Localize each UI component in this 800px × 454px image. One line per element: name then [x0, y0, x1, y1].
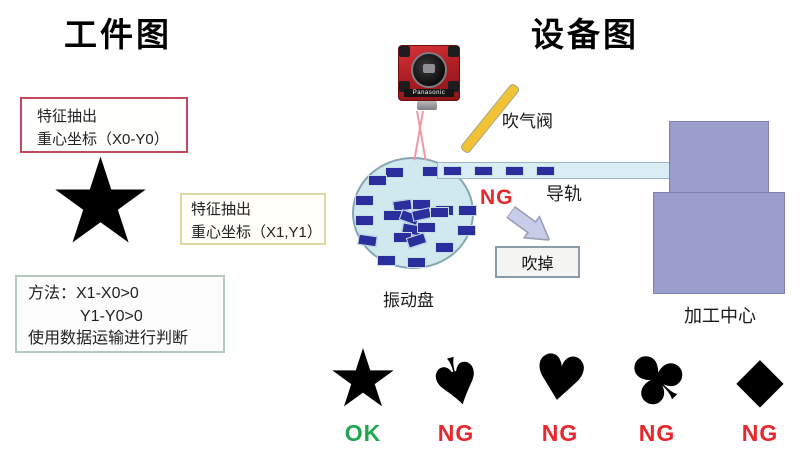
- bowl-part-icon: [417, 222, 436, 233]
- ng-arrow-icon: [505, 205, 551, 242]
- rail-part-icon: [474, 166, 493, 176]
- ng-label: NG: [480, 186, 514, 209]
- bowl-part-icon: [357, 233, 378, 248]
- bowl-part-icon: [457, 225, 476, 236]
- feature-box-1-line1: 特征抽出: [191, 201, 252, 218]
- feature-box-0-line2: 重心坐标（X0-Y0）: [37, 130, 169, 148]
- result-label-ok: OK: [344, 420, 382, 446]
- diamond-icon: ◆: [736, 342, 784, 415]
- bowl-part-icon: [411, 207, 432, 222]
- result-item-spade: ♠ NG: [408, 335, 504, 447]
- bowl-part-icon: [458, 205, 477, 216]
- workpiece-title: 工件图: [64, 16, 172, 53]
- bowl-part-icon: [435, 242, 454, 253]
- result-label-ng: NG: [741, 420, 779, 446]
- heart-icon: ♥: [527, 338, 593, 419]
- rail-part-icon: [443, 166, 462, 176]
- method-line2: Y1-Y0>0: [80, 307, 143, 325]
- feature-box-1: 特征抽出 重心坐标（X1,Y1）: [180, 193, 326, 245]
- bowl-part-icon: [385, 167, 404, 178]
- rail-part-icon: [536, 166, 555, 176]
- equipment-title: 设备图: [531, 16, 639, 53]
- camera-screw-icon: [399, 46, 410, 57]
- star-icon: ★: [327, 332, 399, 425]
- result-label-ng: NG: [541, 420, 579, 446]
- guide-rail: [437, 162, 670, 179]
- method-box: 方法：X1-X0>0 Y1-Y0>0 使用数据运输进行判断: [15, 275, 225, 353]
- camera-screw-icon: [448, 46, 459, 57]
- machining-center-lower: [653, 192, 785, 294]
- result-label-ng: NG: [638, 420, 676, 446]
- spade-icon: ♠: [417, 334, 495, 425]
- method-line1: 方法：X1-X0>0: [28, 285, 139, 302]
- bowl-part-icon: [377, 255, 396, 266]
- machining-center-label: 加工中心: [684, 306, 756, 326]
- bowl-part-icon: [430, 207, 449, 218]
- rail-part-icon: [505, 166, 524, 176]
- blow-off-box: 吹掉: [495, 246, 580, 278]
- feature-box-1-line2: 重心坐标（X1,Y1）: [191, 223, 322, 241]
- result-item-heart: ♥ NG: [512, 338, 608, 447]
- feature-box-0-line1: 特征抽出: [37, 108, 98, 125]
- method-line3: 使用数据运输进行判断: [28, 330, 189, 348]
- bowl-part-icon: [407, 257, 426, 268]
- feature-box-0: 特征抽出 重心坐标（X0-Y0）: [20, 97, 188, 153]
- result-label-ng: NG: [437, 420, 475, 446]
- camera-lens-glint: [423, 64, 435, 73]
- camera-lens-icon: [411, 52, 447, 88]
- star-shape-icon: ★: [47, 132, 154, 270]
- result-item-club: ♣ NG: [604, 326, 709, 447]
- camera-screw-icon: [448, 81, 459, 92]
- rail-label: 导轨: [546, 184, 582, 204]
- vision-camera-icon: Panasonic: [398, 45, 460, 101]
- result-item-diamond: ◆ NG: [712, 346, 800, 447]
- camera-connector: [417, 101, 437, 110]
- bowl-part-icon: [368, 175, 387, 186]
- camera-brand-label: Panasonic: [404, 89, 454, 97]
- bowl-parts: [354, 159, 477, 268]
- result-item-star: ★ OK: [315, 332, 411, 447]
- bowl-part-icon: [355, 215, 374, 226]
- camera-screw-icon: [399, 81, 410, 92]
- bowl-label: 振动盘: [383, 291, 434, 310]
- machining-center-upper: [669, 121, 769, 193]
- blow-off-label: 吹掉: [521, 256, 554, 273]
- air-valve-label: 吹气阀: [502, 112, 553, 131]
- bowl-part-icon: [355, 195, 374, 206]
